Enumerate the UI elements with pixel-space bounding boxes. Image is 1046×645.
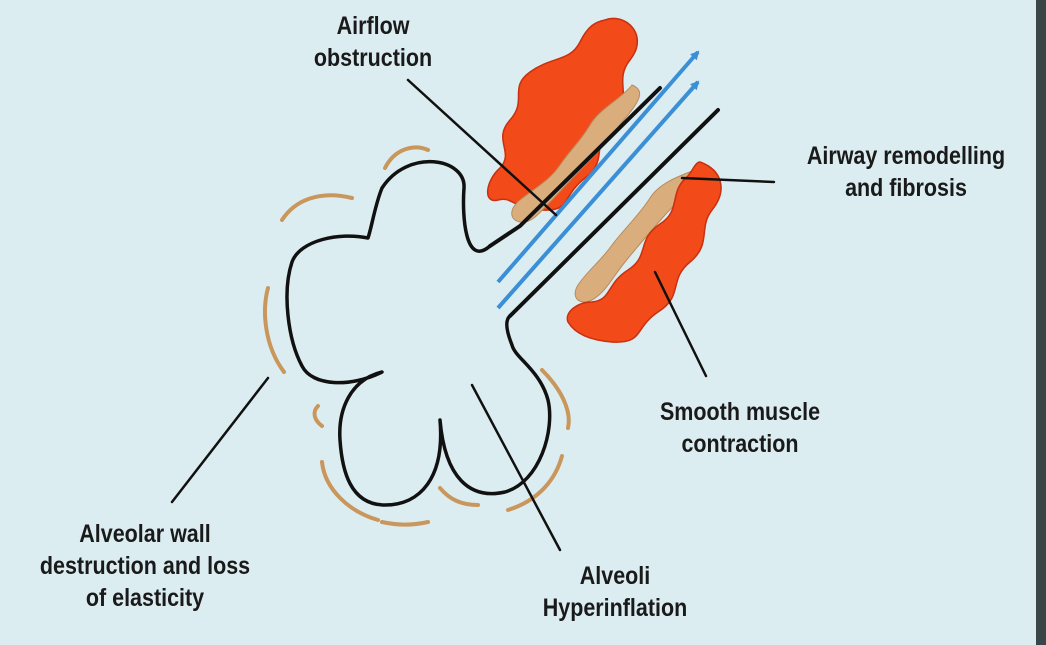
label-smooth-muscle-line1: Smooth muscle [641,396,839,428]
label-remodelling-line2: and fibrosis [777,172,1035,204]
alveolar-wall-pointer [172,378,268,502]
label-remodelling-line1: Airway remodelling [777,140,1035,172]
label-airflow-line1: Airflow [309,10,438,42]
frame-edge [1036,0,1046,645]
label-smooth-muscle: Smooth muscle contraction [641,396,839,460]
lower-smooth-muscle [567,162,721,342]
pointer-lines [172,80,774,550]
label-smooth-muscle-line2: contraction [641,428,839,460]
label-alveolar-wall-line2: destruction and loss [20,550,269,582]
label-alveolar-wall-line1: Alveolar wall [20,518,269,550]
alveoli-icon [287,162,550,505]
label-alveoli-hyperinflation: Alveoli Hyperinflation [516,560,714,624]
label-airflow-line2: obstruction [309,42,438,74]
label-alveolar-wall: Alveolar wall destruction and loss of el… [20,518,269,614]
label-hyperinflation-line1: Alveoli [516,560,714,592]
label-airway-remodelling: Airway remodelling and fibrosis [777,140,1035,204]
hyperinflation-pointer [472,385,560,550]
label-alveolar-wall-line3: of elasticity [20,582,269,614]
label-hyperinflation-line2: Hyperinflation [516,592,714,624]
label-airflow-obstruction: Airflow obstruction [309,10,438,74]
smooth-muscle-pointer [655,272,706,376]
